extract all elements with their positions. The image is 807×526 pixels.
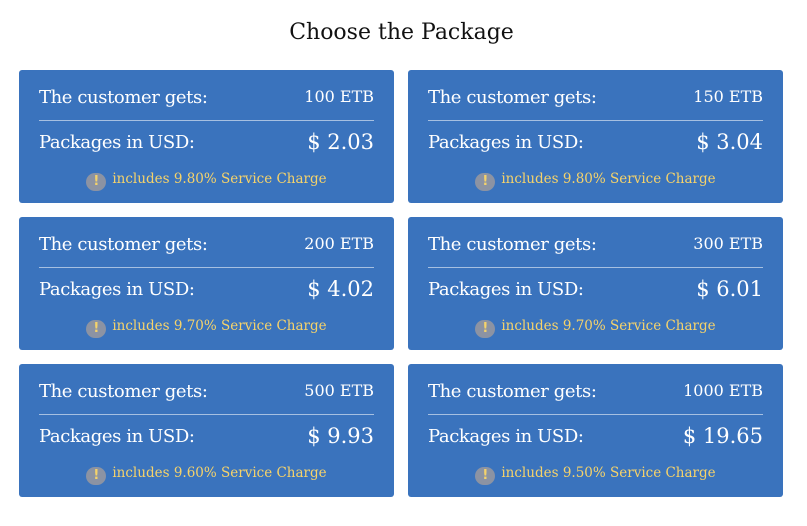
usd-label: Packages in USD: — [39, 426, 195, 447]
note-suffix: Service Charge — [610, 318, 716, 334]
package-card-1000-etb[interactable]: The customer gets: 1000 ETB Packages in … — [408, 364, 783, 497]
service-charge-note: ! includes 9.80% Service Charge — [408, 171, 783, 191]
exclamation-icon: ! — [475, 173, 496, 191]
service-charge-note: ! includes 9.50% Service Charge — [408, 465, 783, 485]
note-prefix: includes — [501, 171, 559, 187]
service-charge-percent: 9.80% — [562, 171, 606, 187]
package-card-500-etb[interactable]: The customer gets: 500 ETB Packages in U… — [19, 364, 394, 497]
service-charge-note: ! includes 9.70% Service Charge — [408, 318, 783, 338]
etb-amount: 150 ETB — [693, 87, 763, 106]
service-charge-percent: 9.60% — [173, 465, 217, 481]
package-card-150-etb[interactable]: The customer gets: 150 ETB Packages in U… — [408, 70, 783, 203]
customer-gets-label: The customer gets: — [428, 234, 597, 255]
customer-gets-row: The customer gets: 1000 ETB — [428, 378, 763, 415]
usd-price-row: Packages in USD: $ 4.02 — [39, 277, 374, 307]
service-charge-percent: 9.70% — [173, 318, 217, 334]
customer-gets-row: The customer gets: 100 ETB — [39, 84, 374, 121]
usd-label: Packages in USD: — [428, 279, 584, 300]
customer-gets-row: The customer gets: 500 ETB — [39, 378, 374, 415]
note-suffix: Service Charge — [221, 171, 327, 187]
usd-price-row: Packages in USD: $ 6.01 — [428, 277, 763, 307]
service-charge-note: ! includes 9.70% Service Charge — [19, 318, 394, 338]
customer-gets-row: The customer gets: 150 ETB — [428, 84, 763, 121]
usd-price-row: Packages in USD: $ 9.93 — [39, 424, 374, 454]
usd-price-row: Packages in USD: $ 2.03 — [39, 130, 374, 160]
service-charge-percent: 9.80% — [173, 171, 217, 187]
customer-gets-label: The customer gets: — [428, 87, 597, 108]
exclamation-icon: ! — [86, 320, 107, 338]
exclamation-icon: ! — [86, 467, 107, 485]
exclamation-icon: ! — [86, 173, 107, 191]
note-prefix: includes — [112, 465, 170, 481]
customer-gets-label: The customer gets: — [428, 381, 597, 402]
page-title: Choose the Package — [289, 20, 514, 45]
etb-amount: 100 ETB — [304, 87, 374, 106]
etb-amount: 500 ETB — [304, 381, 374, 400]
note-suffix: Service Charge — [610, 171, 716, 187]
package-card-100-etb[interactable]: The customer gets: 100 ETB Packages in U… — [19, 70, 394, 203]
service-charge-note: ! includes 9.80% Service Charge — [19, 171, 394, 191]
usd-price: $ 2.03 — [307, 130, 374, 154]
usd-price: $ 3.04 — [696, 130, 763, 154]
usd-price-row: Packages in USD: $ 19.65 — [428, 424, 763, 454]
customer-gets-label: The customer gets: — [39, 381, 208, 402]
note-suffix: Service Charge — [610, 465, 716, 481]
usd-label: Packages in USD: — [428, 426, 584, 447]
note-prefix: includes — [501, 318, 559, 334]
note-suffix: Service Charge — [221, 318, 327, 334]
usd-label: Packages in USD: — [39, 132, 195, 153]
note-suffix: Service Charge — [221, 465, 327, 481]
customer-gets-label: The customer gets: — [39, 87, 208, 108]
usd-price: $ 9.93 — [307, 424, 374, 448]
service-charge-percent: 9.70% — [562, 318, 606, 334]
service-charge-note: ! includes 9.60% Service Charge — [19, 465, 394, 485]
exclamation-icon: ! — [475, 320, 496, 338]
usd-label: Packages in USD: — [428, 132, 584, 153]
note-prefix: includes — [112, 318, 170, 334]
etb-amount: 200 ETB — [304, 234, 374, 253]
customer-gets-row: The customer gets: 300 ETB — [428, 231, 763, 268]
etb-amount: 300 ETB — [693, 234, 763, 253]
exclamation-icon: ! — [475, 467, 496, 485]
service-charge-percent: 9.50% — [562, 465, 606, 481]
usd-price: $ 6.01 — [696, 277, 763, 301]
usd-price: $ 19.65 — [682, 424, 763, 448]
package-card-200-etb[interactable]: The customer gets: 200 ETB Packages in U… — [19, 217, 394, 350]
note-prefix: includes — [112, 171, 170, 187]
usd-label: Packages in USD: — [39, 279, 195, 300]
package-grid: The customer gets: 100 ETB Packages in U… — [19, 70, 784, 497]
customer-gets-label: The customer gets: — [39, 234, 208, 255]
usd-price-row: Packages in USD: $ 3.04 — [428, 130, 763, 160]
etb-amount: 1000 ETB — [683, 381, 763, 400]
note-prefix: includes — [501, 465, 559, 481]
customer-gets-row: The customer gets: 200 ETB — [39, 231, 374, 268]
usd-price: $ 4.02 — [307, 277, 374, 301]
package-card-300-etb[interactable]: The customer gets: 300 ETB Packages in U… — [408, 217, 783, 350]
